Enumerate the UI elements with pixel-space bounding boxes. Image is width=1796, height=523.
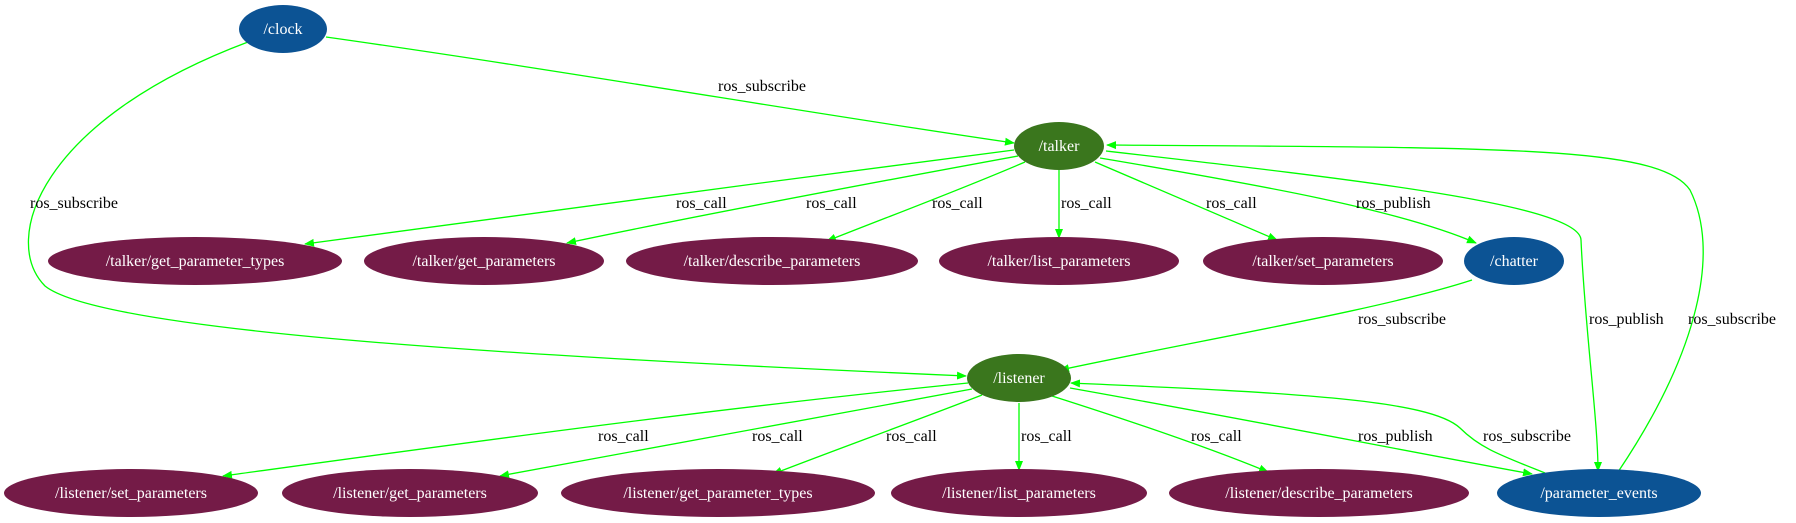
node-listener-get-parameters[interactable]: /listener/get_parameters: [282, 469, 538, 517]
edge-line: [1105, 150, 1602, 472]
node-label: /listener/get_parameter_types: [623, 485, 812, 502]
node-talker-set-parameters[interactable]: /talker/set_parameters: [1203, 237, 1443, 285]
edge-clock-talker: ros_subscribe: [325, 36, 1015, 146]
edge-label: ros_subscribe: [1688, 311, 1776, 328]
edge-listener-list-parameters: ros_call: [1015, 403, 1072, 471]
node-listener-describe-parameters[interactable]: /listener/describe_parameters: [1169, 469, 1469, 517]
edge-talker-parameter-events: ros_publish: [1105, 150, 1664, 472]
edge-line: [1069, 387, 1533, 477]
edge-talker-chatter: ros_publish: [1099, 157, 1477, 244]
node-shape: [891, 469, 1147, 517]
node-label: /clock: [263, 21, 302, 38]
node-listener-get-parameter-types[interactable]: /listener/get_parameter_types: [561, 469, 875, 517]
node-listener-list-parameters[interactable]: /listener/list_parameters: [891, 469, 1147, 517]
edge-label: ros_call: [932, 195, 983, 212]
edge-label: ros_call: [752, 428, 803, 445]
edge-label: ros_subscribe: [718, 78, 806, 95]
edge-label: ros_call: [676, 195, 727, 212]
edge-line: [1094, 161, 1278, 241]
edge-parameter-events-listener: ros_subscribe: [1070, 379, 1571, 474]
edge-line: [27, 41, 967, 380]
edge-listener-get-parameter-types: ros_call: [772, 394, 983, 475]
edge-line: [772, 394, 983, 475]
edge-label: ros_call: [1021, 428, 1072, 445]
edge-talker-get-parameter-types: ros_call: [304, 149, 1015, 247]
node-shape: [239, 5, 327, 53]
node-talker-list-parameters[interactable]: /talker/list_parameters: [939, 237, 1179, 285]
edge-label: ros_call: [1061, 195, 1112, 212]
node-label: /talker/describe_parameters: [684, 253, 861, 270]
node-shape: [364, 237, 604, 285]
edge-line: [1059, 279, 1473, 373]
edge-listener-parameter-events: ros_publish: [1069, 387, 1533, 477]
edge-talker-set-parameters: ros_call: [1094, 161, 1278, 241]
edge-parameter-events-talker: ros_subscribe: [1106, 141, 1776, 473]
edge-listener-describe-parameters: ros_call: [1051, 395, 1269, 473]
node-shape: [967, 354, 1071, 402]
edge-label: ros_publish: [1589, 311, 1664, 328]
node-shape: [939, 237, 1179, 285]
node-chatter[interactable]: /chatter: [1464, 237, 1564, 285]
edge-line: [325, 36, 1015, 146]
node-parameter-events[interactable]: /parameter_events: [1497, 469, 1701, 517]
node-shape: [1203, 237, 1443, 285]
node-shape: [1169, 469, 1469, 517]
edge-chatter-listener: ros_subscribe: [1059, 279, 1473, 373]
edge-line: [1070, 379, 1546, 474]
node-label: /listener/list_parameters: [942, 485, 1096, 502]
edge-line: [222, 382, 969, 479]
edge-line: [1106, 141, 1704, 473]
edge-label: ros_call: [1206, 195, 1257, 212]
nodes: /clock /talker /talker/get_parameter_typ…: [4, 5, 1701, 517]
node-shape: [1464, 237, 1564, 285]
edge-label: ros_call: [806, 195, 857, 212]
edge-line: [304, 149, 1015, 247]
edge-listener-set-parameters: ros_call: [222, 382, 969, 479]
node-label: /talker/set_parameters: [1252, 253, 1393, 270]
node-shape: [1497, 469, 1701, 517]
node-listener-set-parameters[interactable]: /listener/set_parameters: [4, 469, 258, 517]
node-talker-get-parameter-types[interactable]: /talker/get_parameter_types: [48, 237, 342, 285]
edge-label: ros_subscribe: [1358, 311, 1446, 328]
edge-talker-list-parameters: ros_call: [1055, 170, 1112, 239]
node-shape: [282, 469, 538, 517]
node-label: /talker/get_parameter_types: [106, 253, 285, 270]
node-label: /listener/get_parameters: [333, 485, 487, 502]
node-talker[interactable]: /talker: [1014, 122, 1104, 170]
edges: ros_subscribe ros_subscribe ros_call ros…: [27, 36, 1776, 479]
node-talker-get-parameters[interactable]: /talker/get_parameters: [364, 237, 604, 285]
node-label: /listener/set_parameters: [55, 485, 207, 502]
edge-label: ros_call: [1191, 428, 1242, 445]
node-label: /chatter: [1490, 253, 1539, 270]
node-shape: [4, 469, 258, 517]
edge-label: ros_subscribe: [30, 195, 118, 212]
node-label: /listener/describe_parameters: [1225, 485, 1412, 502]
edge-label: ros_publish: [1358, 428, 1433, 445]
edge-label: ros_call: [886, 428, 937, 445]
edge-talker-get-parameters: ros_call: [566, 155, 1019, 246]
node-shape: [561, 469, 875, 517]
node-label: /talker: [1039, 138, 1081, 155]
edge-line: [826, 161, 1026, 242]
node-listener[interactable]: /listener: [967, 354, 1071, 402]
edge-talker-describe-parameters: ros_call: [826, 161, 1026, 242]
node-label: /talker/get_parameters: [412, 253, 555, 270]
node-shape: [48, 237, 342, 285]
edge-label: ros_subscribe: [1483, 428, 1571, 445]
edge-clock-listener: ros_subscribe: [27, 41, 967, 380]
edge-line: [566, 155, 1019, 246]
node-talker-describe-parameters[interactable]: /talker/describe_parameters: [626, 237, 918, 285]
edge-label: ros_call: [598, 428, 649, 445]
node-shape: [1014, 122, 1104, 170]
node-label: /talker/list_parameters: [987, 253, 1130, 270]
node-clock[interactable]: /clock: [239, 5, 327, 53]
node-label: /parameter_events: [1540, 485, 1657, 502]
edge-line: [1099, 157, 1477, 244]
node-shape: [626, 237, 918, 285]
edge-line: [1051, 395, 1269, 473]
edge-label: ros_publish: [1356, 195, 1431, 212]
node-label: /listener: [993, 370, 1045, 387]
